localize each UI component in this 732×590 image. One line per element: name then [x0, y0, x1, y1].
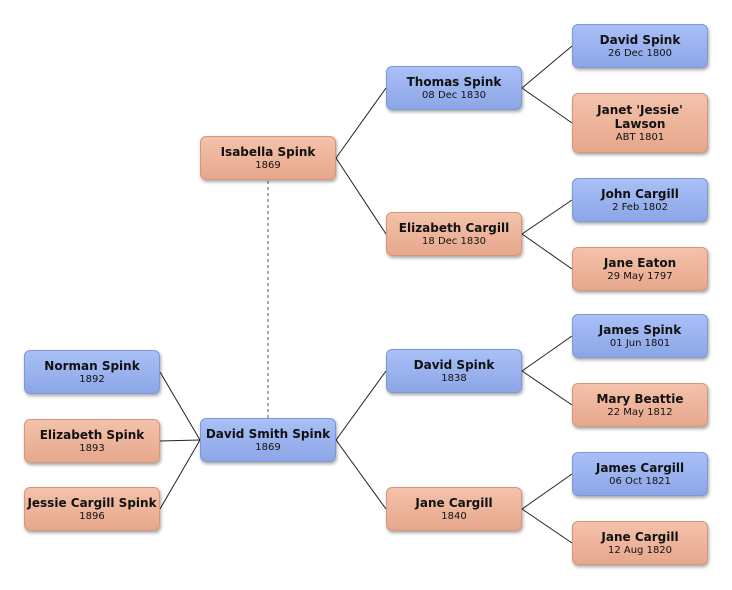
- connector-line: [521, 473, 573, 510]
- person-name: Janet 'Jessie' Lawson: [597, 102, 683, 131]
- person-isabella-spink[interactable]: Isabella Spink 1869: [200, 136, 336, 180]
- person-date: 2 Feb 1802: [612, 201, 668, 213]
- person-name: David Spink: [599, 32, 681, 47]
- person-jane-eaton[interactable]: Jane Eaton 29 May 1797: [572, 247, 708, 291]
- person-thomas-spink[interactable]: Thomas Spink 08 Dec 1830: [386, 66, 522, 110]
- person-name: Jessie Cargill Spink: [27, 495, 157, 510]
- person-date: 01 Jun 1801: [609, 337, 671, 349]
- connector-line: [335, 157, 387, 235]
- person-date: 08 Dec 1830: [422, 89, 486, 101]
- person-name: Jane Cargill: [415, 495, 493, 510]
- person-name: Jane Cargill: [601, 529, 679, 544]
- person-name: David Spink: [413, 357, 495, 372]
- person-date: ABT 1801: [615, 131, 665, 143]
- person-jessie-cargill-spink[interactable]: Jessie Cargill Spink 1896: [24, 487, 160, 531]
- connector-line: [521, 87, 573, 124]
- person-name: Mary Beattie: [596, 391, 684, 406]
- person-date: 1896: [79, 510, 105, 522]
- person-name: Norman Spink: [44, 358, 140, 373]
- person-date: 1893: [79, 442, 105, 454]
- person-date: 1840: [441, 510, 467, 522]
- person-norman-spink[interactable]: Norman Spink 1892: [24, 350, 160, 394]
- person-name: Thomas Spink: [406, 74, 502, 89]
- connector-line: [335, 87, 387, 159]
- person-date: 06 Oct 1821: [609, 475, 671, 487]
- person-david-spink-1800[interactable]: David Spink 26 Dec 1800: [572, 24, 708, 68]
- person-name: James Cargill: [595, 460, 685, 475]
- connector-line: [335, 439, 387, 510]
- person-date: 1869: [255, 159, 281, 171]
- person-date: 1838: [441, 372, 467, 384]
- person-name: James Spink: [598, 322, 682, 337]
- person-james-spink[interactable]: James Spink 01 Jun 1801: [572, 314, 708, 358]
- person-david-smith-spink[interactable]: David Smith Spink 1869: [200, 418, 336, 462]
- person-date: 29 May 1797: [607, 270, 673, 282]
- connector-line: [521, 335, 573, 372]
- connector-line: [159, 439, 201, 510]
- person-date: 22 May 1812: [607, 406, 673, 418]
- person-elizabeth-spink[interactable]: Elizabeth Spink 1893: [24, 419, 160, 463]
- person-name: Elizabeth Spink: [39, 427, 145, 442]
- connector-line: [335, 370, 387, 441]
- connector-line: [521, 508, 573, 544]
- connector-line: [521, 199, 573, 235]
- person-date: 26 Dec 1800: [608, 47, 672, 59]
- person-name: Jane Eaton: [603, 255, 677, 270]
- person-date: 12 Aug 1820: [607, 544, 673, 556]
- person-name: John Cargill: [601, 186, 679, 201]
- connector-line: [521, 233, 573, 270]
- person-date: 1892: [79, 373, 105, 385]
- person-name: Elizabeth Cargill: [398, 220, 510, 235]
- person-janet-lawson[interactable]: Janet 'Jessie' Lawson ABT 1801: [572, 93, 708, 153]
- person-john-cargill[interactable]: John Cargill 2 Feb 1802: [572, 178, 708, 222]
- connector-line: [159, 439, 201, 442]
- person-jane-cargill-1820[interactable]: Jane Cargill 12 Aug 1820: [572, 521, 708, 565]
- connector-line: [521, 370, 573, 406]
- person-date: 18 Dec 1830: [422, 235, 486, 247]
- person-date: 1869: [255, 441, 281, 453]
- person-jane-cargill-1840[interactable]: Jane Cargill 1840: [386, 487, 522, 531]
- connector-line: [521, 45, 573, 89]
- person-name: Isabella Spink: [220, 144, 316, 159]
- connector-line: [159, 371, 201, 441]
- person-elizabeth-cargill[interactable]: Elizabeth Cargill 18 Dec 1830: [386, 212, 522, 256]
- person-mary-beattie[interactable]: Mary Beattie 22 May 1812: [572, 383, 708, 427]
- person-name: David Smith Spink: [205, 426, 331, 441]
- person-david-spink-1838[interactable]: David Spink 1838: [386, 349, 522, 393]
- person-james-cargill[interactable]: James Cargill 06 Oct 1821: [572, 452, 708, 496]
